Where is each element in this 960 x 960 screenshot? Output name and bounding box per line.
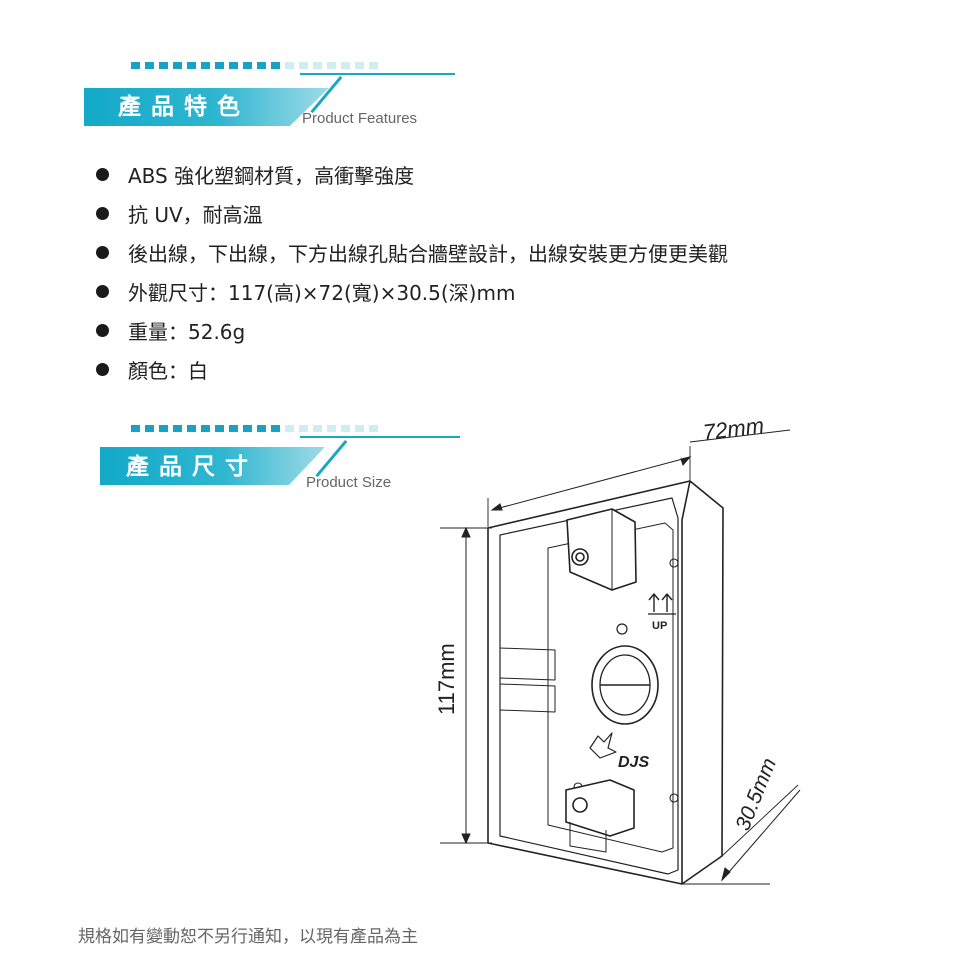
width-dimension-line (491, 456, 691, 511)
dot-icon (285, 425, 294, 432)
dot-icon (145, 62, 154, 69)
dot-icon (369, 425, 378, 432)
bullet-icon (96, 285, 109, 298)
dot-icon (215, 425, 224, 432)
bullet-icon (96, 207, 109, 220)
dot-icon (201, 62, 210, 69)
dot-icon (271, 425, 280, 432)
dot-icon (243, 62, 252, 69)
dot-icon (159, 425, 168, 432)
dot-icon (201, 425, 210, 432)
features-title: 產品特色 (118, 94, 250, 120)
bullet-icon (96, 168, 109, 181)
unicorn-logo-icon (589, 732, 617, 759)
dot-icon (229, 62, 238, 69)
list-item: 顏色：白 (96, 350, 856, 389)
dot-icon (187, 425, 196, 432)
depth-label: 30.5mm (731, 755, 781, 834)
up-label: UP (652, 620, 667, 632)
list-item: 抗 UV，耐高溫 (96, 194, 856, 233)
features-header-band (84, 88, 329, 126)
depth-dimension-line (721, 789, 801, 881)
up-arrow-icon (648, 593, 660, 612)
mount-hole (616, 623, 628, 635)
mount-hole (669, 558, 679, 568)
cable-channel (499, 647, 556, 681)
dot-icon (145, 425, 154, 432)
dot-icon (229, 425, 238, 432)
dot-icon (257, 62, 266, 69)
footnote: 規格如有變動恕不另行通知，以現有產品為主 (78, 927, 418, 947)
decorative-dots-size (131, 425, 378, 432)
dot-icon (131, 425, 140, 432)
top-screw-hole (571, 548, 589, 566)
list-item: ABS 強化塑鋼材質，高衝擊強度 (96, 155, 856, 194)
cable-channel (499, 683, 556, 713)
features-header-line (300, 73, 455, 75)
size-header-line (300, 436, 460, 438)
mount-hole (669, 793, 679, 803)
dot-icon (187, 62, 196, 69)
dot-icon (313, 425, 322, 432)
dot-icon (355, 62, 364, 69)
dot-icon (355, 425, 364, 432)
bullet-icon (96, 246, 109, 259)
dot-icon (285, 62, 294, 69)
up-arrow-icon (661, 593, 673, 612)
size-subtitle: Product Size (306, 474, 392, 491)
dot-icon (243, 425, 252, 432)
list-item: 後出線，下出線，下方出線孔貼合牆壁設計，出線安裝更方便更美觀 (96, 233, 856, 272)
decorative-dots-features (131, 62, 378, 69)
dot-icon (369, 62, 378, 69)
dot-icon (299, 62, 308, 69)
dot-icon (215, 62, 224, 69)
height-label: 117mm (434, 643, 459, 715)
size-header-band (100, 447, 325, 485)
bullet-icon (96, 363, 109, 376)
dot-icon (341, 62, 350, 69)
knockout-outer (591, 645, 659, 725)
dot-icon (159, 62, 168, 69)
list-item: 重量：52.6g (96, 311, 856, 350)
bottom-screw-hole (572, 797, 588, 813)
features-subtitle: Product Features (302, 110, 418, 127)
box-cavity-wall (547, 522, 674, 853)
box-back-rim (681, 480, 691, 884)
bottom-screw-post (565, 779, 635, 837)
dot-icon (271, 62, 280, 69)
dot-icon (313, 62, 322, 69)
dot-icon (341, 425, 350, 432)
dot-icon (257, 425, 266, 432)
dot-icon (173, 62, 182, 69)
box-inner-outline (499, 497, 679, 875)
bullet-icon (96, 324, 109, 337)
brand-label: DJS (618, 754, 649, 771)
dot-icon (327, 62, 336, 69)
dot-icon (173, 425, 182, 432)
dot-icon (299, 425, 308, 432)
list-item: 外觀尺寸：117(高)×72(寬)×30.5(深)mm (96, 272, 856, 311)
size-title: 產品尺寸 (126, 454, 258, 480)
width-label: 72mm (702, 413, 766, 445)
feature-list: ABS 強化塑鋼材質，高衝擊強度 抗 UV，耐高溫 後出線，下出線，下方出線孔貼… (96, 155, 856, 389)
dot-icon (327, 425, 336, 432)
dot-icon (131, 62, 140, 69)
